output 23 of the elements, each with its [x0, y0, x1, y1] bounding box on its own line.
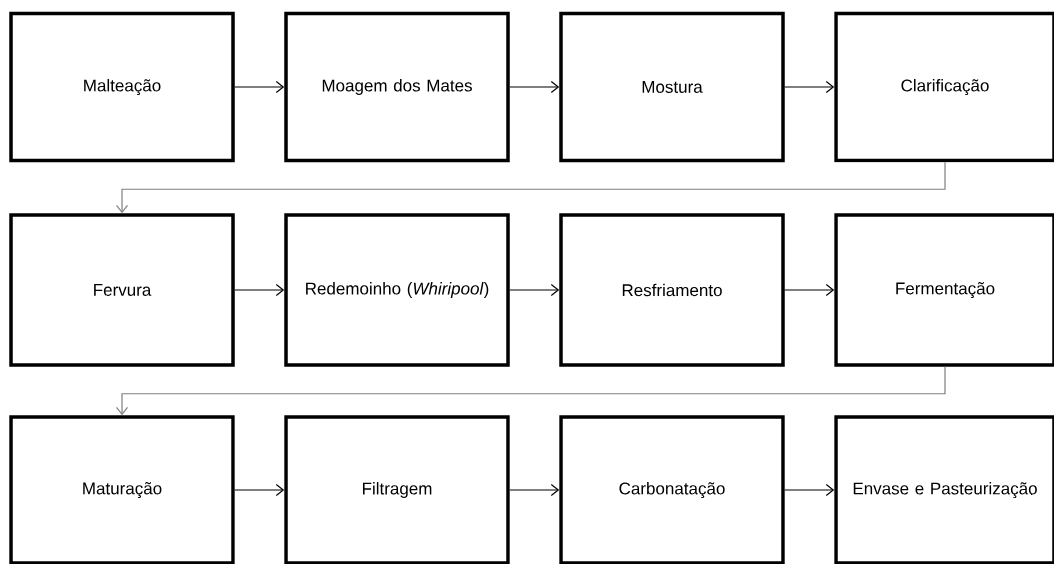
- arrow: [234, 80, 285, 94]
- arrow: [509, 483, 560, 497]
- arrow: [115, 161, 946, 214]
- process-box: Fermentação: [834, 213, 1054, 367]
- process-box: Moagem dos Mates: [284, 11, 510, 163]
- arrow: [509, 283, 560, 297]
- process-box: Fervura: [9, 213, 235, 367]
- process-box: Maturação: [9, 415, 235, 564]
- process-box: Clarificação: [834, 11, 1054, 163]
- process-box: Malteação: [9, 11, 235, 163]
- arrow: [234, 283, 285, 297]
- arrow: [115, 366, 946, 416]
- process-box: Carbonatação: [559, 415, 785, 564]
- arrow: [509, 80, 560, 94]
- process-box: Filtragem: [284, 415, 510, 564]
- arrow: [784, 283, 835, 297]
- arrow: [784, 483, 835, 497]
- process-box: Redemoinho (Whiripool): [284, 213, 510, 367]
- arrow: [234, 483, 285, 497]
- process-box: Mostura: [559, 11, 785, 163]
- arrow: [784, 80, 835, 94]
- process-box: Envase e Pasteurização: [834, 415, 1054, 564]
- process-box: Resfriamento: [559, 213, 785, 367]
